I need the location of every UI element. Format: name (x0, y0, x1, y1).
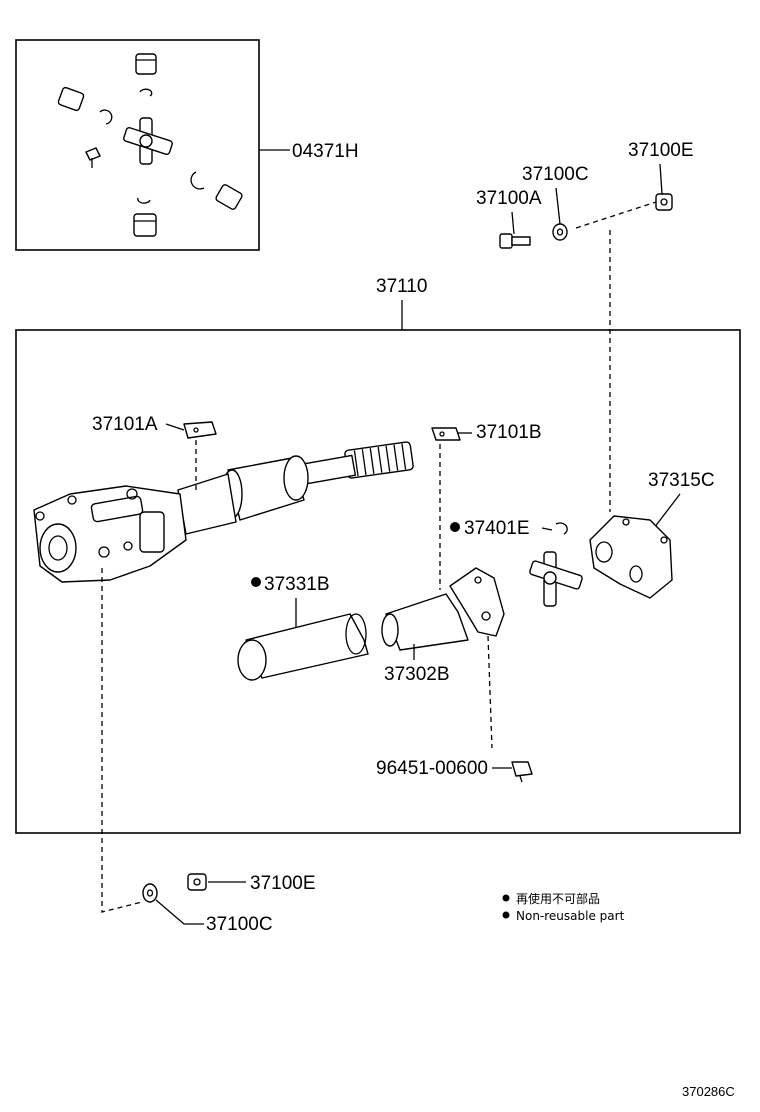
flange-yoke-icon (589, 515, 673, 599)
label-assembly: 37110 (376, 276, 427, 297)
non-reusable-mark-icon (502, 894, 510, 902)
legend: 再使用不可部品 Non-reusable part (502, 891, 625, 923)
non-reusable-mark-icon (251, 577, 261, 587)
snap-ring-37401e-icon (555, 522, 568, 535)
bearing-cup-left (57, 86, 85, 112)
non-reusable-mark-icon (502, 911, 510, 919)
washer-top-icon (552, 223, 568, 241)
grease-fitting-icon (511, 761, 533, 783)
washer-bottom-icon (142, 883, 158, 903)
diagram-code: 370286C (682, 1084, 735, 1099)
grease-fitting-icon (85, 147, 101, 168)
snap-ring-icon (139, 88, 153, 97)
label-bolt: 37100A (476, 188, 542, 209)
assembly-frame (15, 329, 741, 834)
label-fitting: 96451-00600 (376, 758, 488, 779)
label-boot: 37331B (264, 574, 330, 595)
label-washer-bottom: 37100C (206, 914, 273, 935)
snap-ring-icon (190, 171, 205, 190)
snap-ring-icon (99, 109, 113, 125)
spider-icon (529, 551, 583, 607)
slip-yoke-icon (381, 567, 505, 651)
bearing-cup-right (215, 184, 243, 210)
label-snap-ring: 37401E (464, 518, 530, 539)
label-washer-top: 37100C (522, 164, 589, 185)
clamp-a-icon (183, 421, 217, 439)
bolt-icon (499, 233, 531, 249)
nut-bottom-icon (187, 873, 207, 891)
label-nut-bottom: 37100E (250, 873, 316, 894)
label-clamp-b: 37101B (476, 422, 542, 443)
legend-jp: 再使用不可部品 (516, 891, 600, 906)
label-flange: 37315C (648, 470, 715, 491)
bearing-cup-bottom (133, 213, 157, 237)
label-yoke: 37302B (384, 664, 450, 685)
bearing-cup-top (135, 53, 157, 75)
clamp-b-icon (431, 427, 461, 441)
snap-ring-icon (137, 197, 151, 204)
nut-top-icon (655, 193, 673, 211)
kit-box: 04371H (15, 39, 359, 251)
label-clamp-a: 37101A (92, 414, 158, 435)
non-reusable-mark-icon (450, 522, 460, 532)
label-nut-top: 37100E (628, 140, 694, 161)
legend-en: Non-reusable part (516, 909, 625, 923)
boot-icon (237, 613, 369, 681)
label-kit: 04371H (292, 141, 359, 162)
propeller-shaft-assembly (33, 441, 414, 583)
spider-cross (123, 117, 173, 165)
